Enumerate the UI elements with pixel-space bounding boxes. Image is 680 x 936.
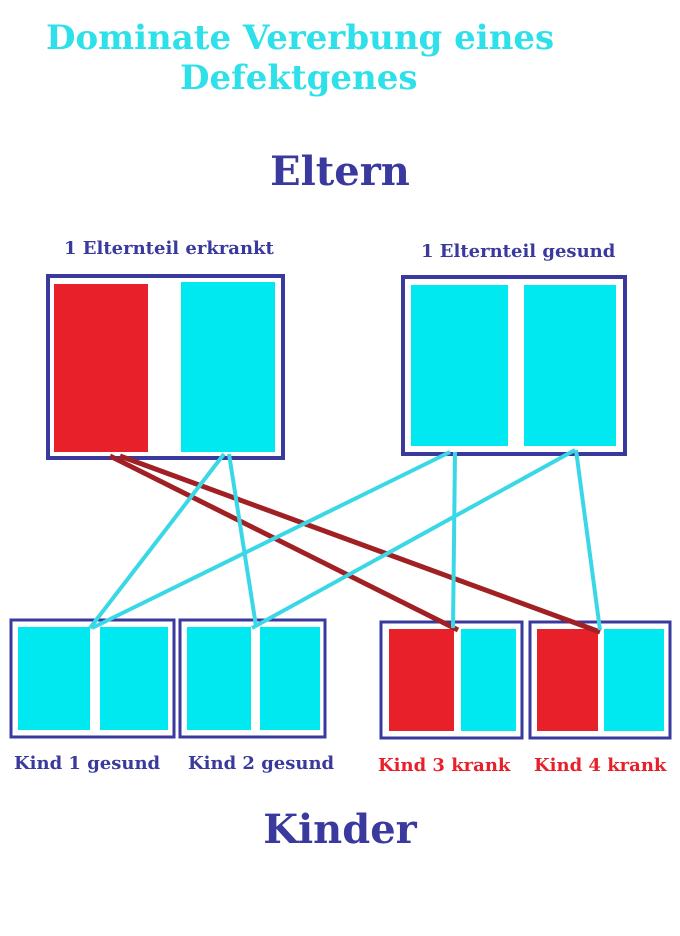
child-4-defect-gene [537,629,598,731]
line-p2-to-child-2 [251,448,576,630]
child-1-box [9,618,176,739]
children-heading: Kinder [263,806,417,853]
child-2-label: Kind 2 gesund [188,753,335,774]
parent-1-box [46,274,285,460]
child-3-box [379,620,524,740]
parent-1-healthy-gene [181,282,275,452]
line-defect-to-child-3 [108,453,460,633]
line-p2-to-child-1 [91,450,451,630]
child-3-healthy-gene [461,629,516,731]
title-line-1: Dominate Vererbung eines [46,18,555,58]
child-1-gene-b [100,627,168,730]
child-4-box [528,620,672,740]
title-line-2: Defektgenes [180,58,418,98]
diagram-title: Dominate Vererbung eines Defektgenes [0,18,680,98]
line-p1-healthy-to-child-1 [88,452,226,630]
line-p2-to-child-3 [451,451,457,629]
child-4-label: Kind 4 krank [534,755,667,776]
child-1-gene-a [18,627,90,730]
parent-1-label: 1 Elternteil erkrankt [64,238,274,259]
child-3-label: Kind 3 krank [378,755,511,776]
line-p2-to-child-4 [574,449,602,631]
parents-heading: Eltern [270,148,410,195]
child-2-box [178,618,327,739]
child-1-label: Kind 1 gesund [14,753,161,774]
child-2-gene-b [260,627,320,730]
inheritance-lines [88,448,602,635]
child-2-gene-a [187,627,251,730]
child-4-healthy-gene [604,629,664,731]
parent-1-defect-gene [54,284,148,452]
line-p1-healthy-to-child-2 [227,453,258,627]
parent-2-box [401,275,627,456]
line-defect-to-child-4 [119,453,601,635]
parent-2-healthy-gene-a [411,285,508,446]
parent-2-label: 1 Elternteil gesund [421,241,616,262]
parent-2-healthy-gene-b [524,285,616,446]
child-3-defect-gene [389,629,454,731]
